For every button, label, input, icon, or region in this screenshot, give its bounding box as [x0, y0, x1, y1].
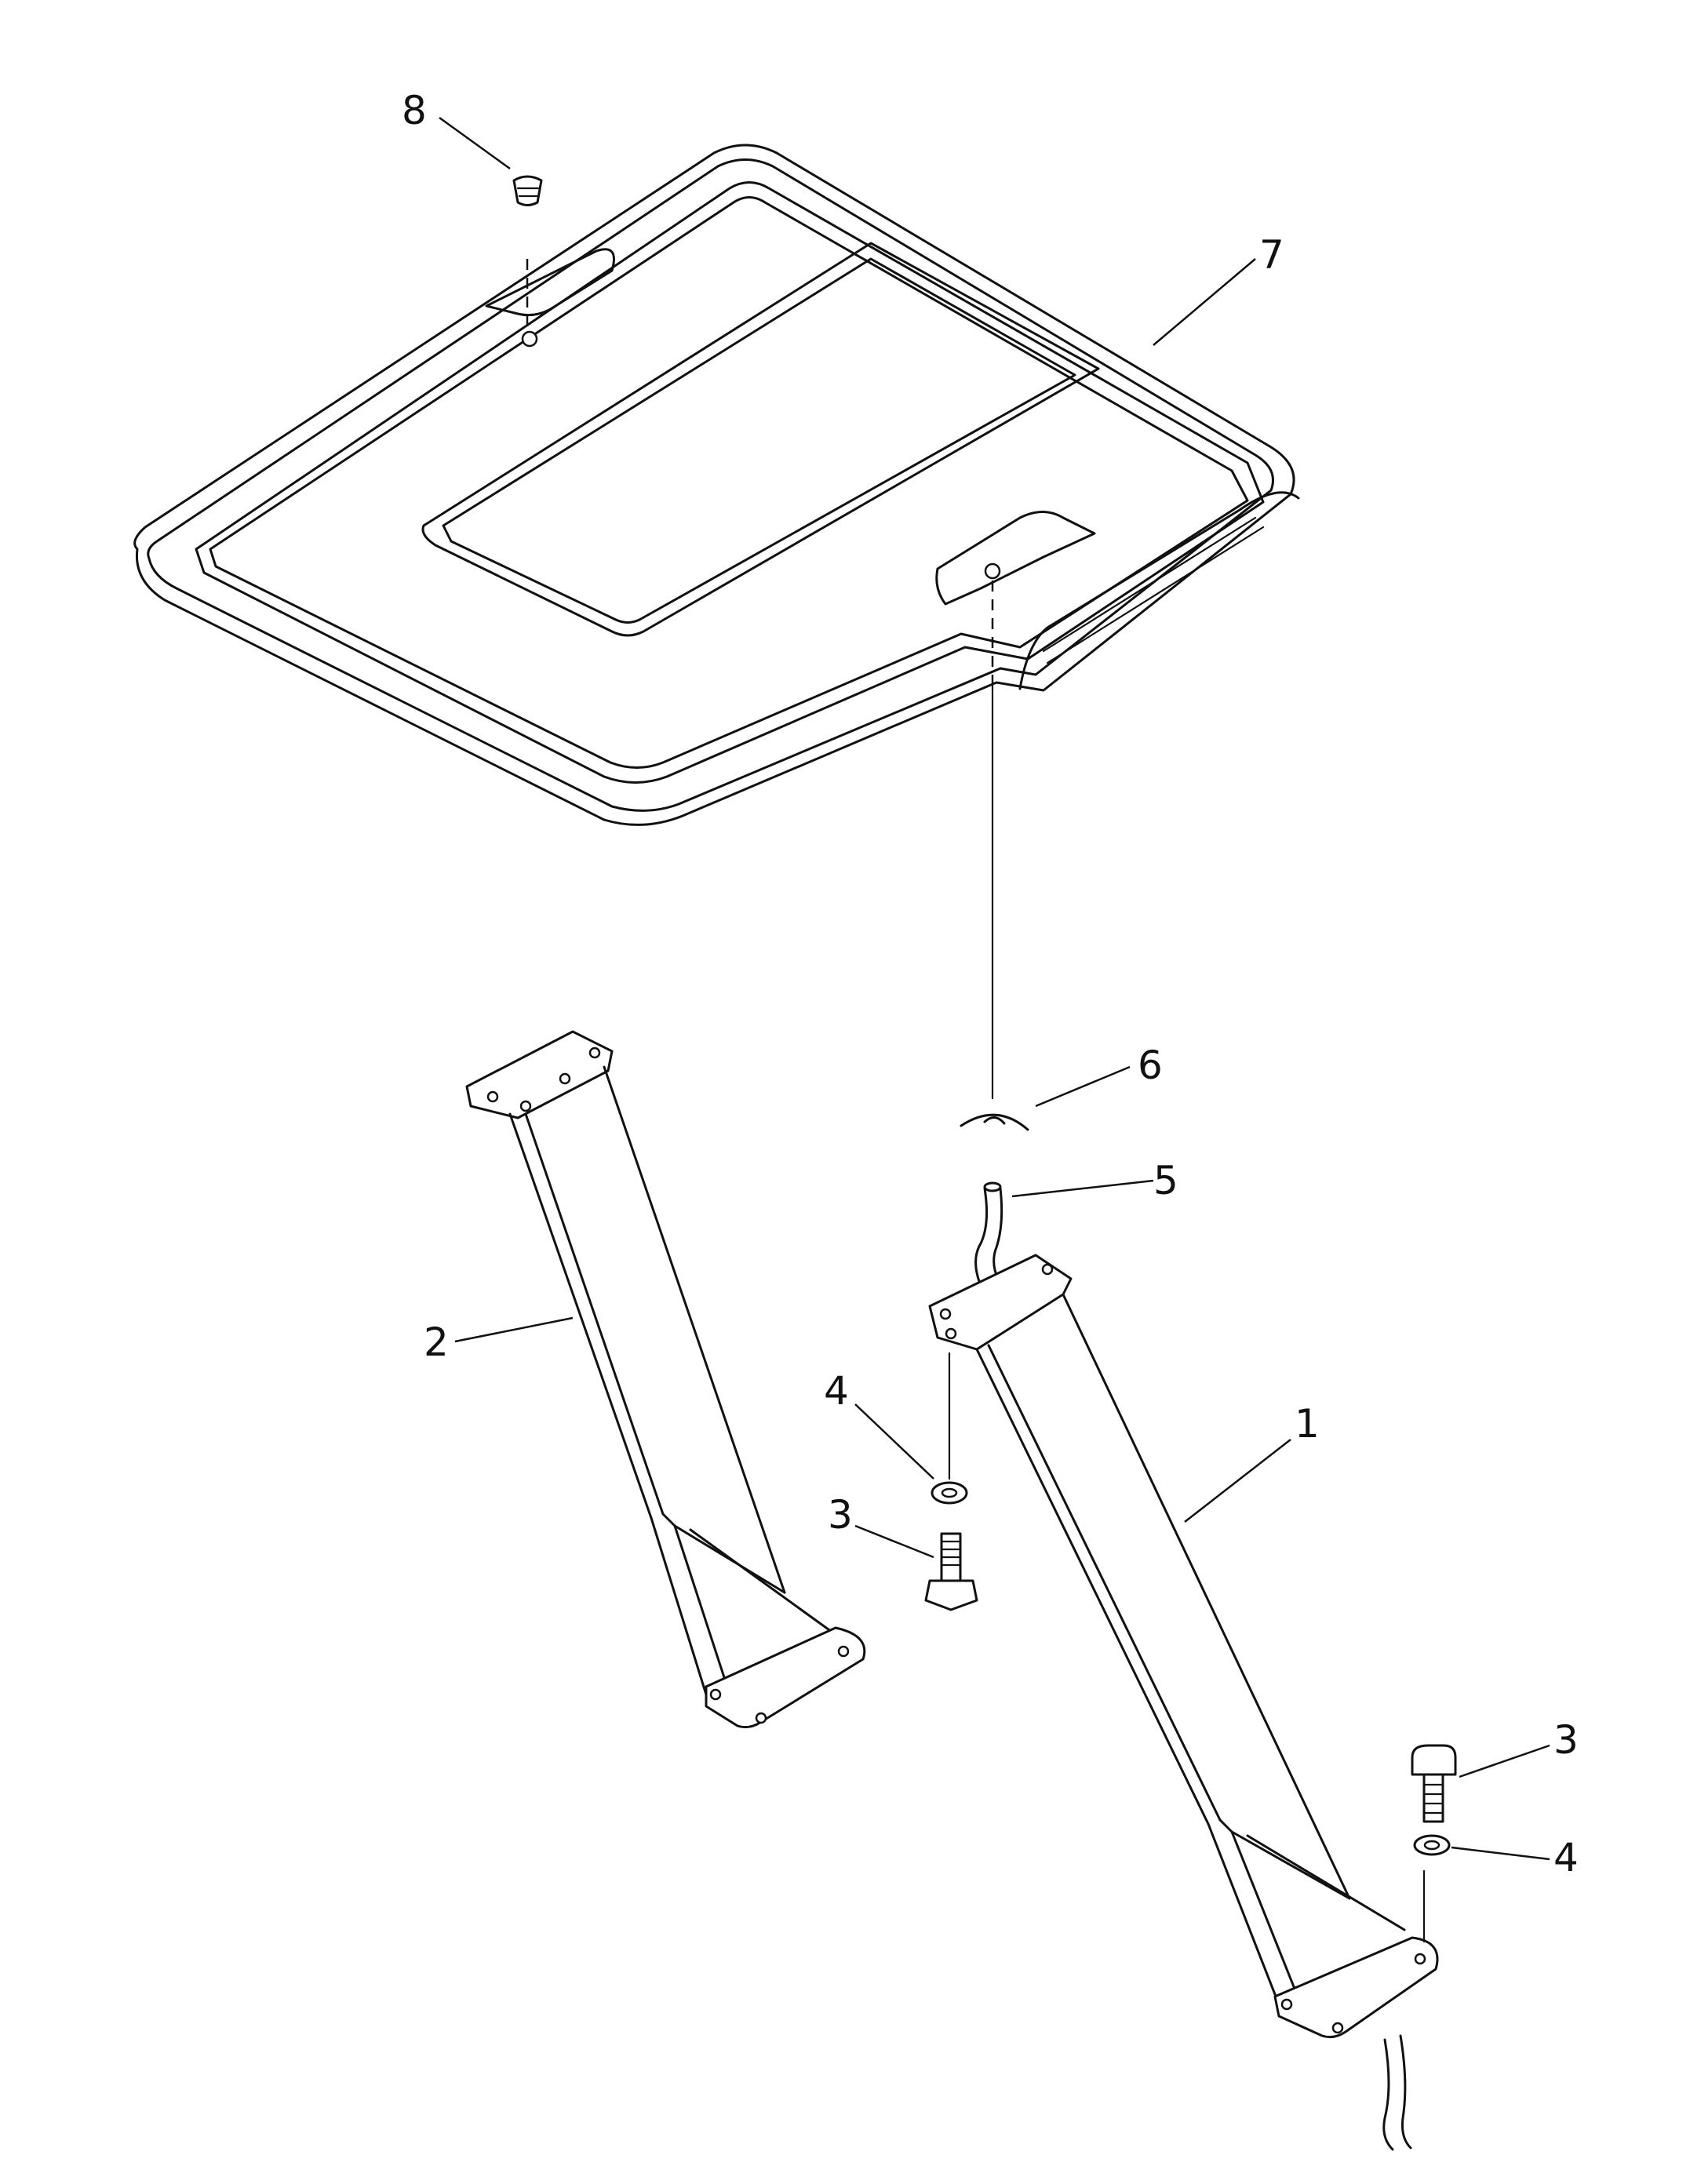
callout-part-1: 1	[1295, 1401, 1320, 1447]
callout-part-6: 6	[1138, 1043, 1163, 1088]
leader-2	[454, 1316, 574, 1343]
callout-part-8: 8	[402, 88, 427, 133]
clip-part-6	[960, 1113, 1029, 1131]
bolt-part-3-lower	[1411, 1744, 1457, 1823]
washer-part-4-lower	[1413, 1834, 1451, 1943]
washer-part-4-upper	[931, 1352, 968, 1505]
callout-part-3b: 3	[1553, 1717, 1579, 1763]
callout-part-7: 7	[1259, 232, 1284, 278]
leader-8	[439, 116, 511, 170]
front-post-part-1	[928, 1254, 1439, 2151]
leader-5	[1011, 1179, 1154, 1198]
callout-part-2: 2	[424, 1320, 449, 1365]
callout-part-4a: 4	[824, 1368, 849, 1414]
leader-6	[1035, 1065, 1131, 1108]
callout-part-4b: 4	[1553, 1835, 1579, 1880]
callout-part-5: 5	[1153, 1158, 1178, 1203]
rear-post-part-2	[465, 1030, 866, 1729]
plug-part-8	[512, 175, 543, 206]
leader-3b	[1459, 1744, 1550, 1778]
callout-part-3a: 3	[828, 1492, 853, 1538]
leader-4b	[1451, 1846, 1550, 1861]
leader-3a	[854, 1524, 934, 1559]
leader-4a	[854, 1403, 934, 1480]
leader-7	[1153, 258, 1256, 346]
roof-canopy	[133, 144, 1300, 826]
bolt-part-3-upper	[924, 1532, 978, 1611]
leader-1	[1184, 1439, 1291, 1523]
